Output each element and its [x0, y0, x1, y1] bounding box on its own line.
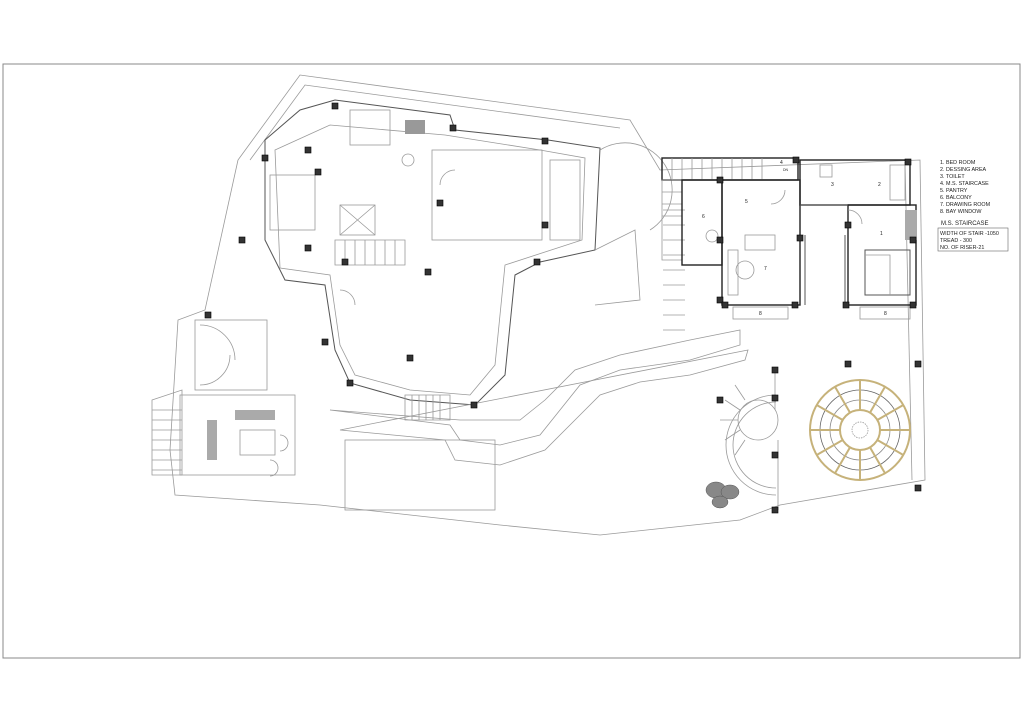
pergola-rafter	[869, 446, 886, 474]
label-dressing: 2	[878, 182, 881, 188]
staircase-spec: TREAD - 300	[940, 238, 972, 244]
deck-area	[151, 319, 296, 477]
legend-item: 6. BALCONY	[940, 195, 972, 201]
column	[771, 366, 779, 374]
column	[436, 199, 444, 207]
column	[541, 221, 549, 229]
legend-item: 2. DESSING AREA	[940, 167, 987, 173]
column	[470, 401, 478, 409]
column	[716, 236, 724, 244]
column	[771, 451, 779, 459]
sheet-border	[2, 63, 1021, 659]
column	[716, 396, 724, 404]
column	[771, 394, 779, 402]
column	[914, 484, 922, 492]
legend-item: 1. BED ROOM	[940, 160, 976, 166]
pergola-rafter	[876, 439, 904, 456]
staircase-title: M.S. STAIRCASE	[941, 221, 989, 227]
column	[792, 156, 800, 164]
column	[341, 258, 349, 266]
pergola-rafter	[876, 404, 904, 421]
label-drawing: 7	[764, 266, 767, 272]
pergola-rafter	[816, 404, 844, 421]
column	[904, 158, 912, 166]
label-staircase: 4	[780, 160, 783, 166]
columns	[204, 102, 922, 514]
column	[771, 506, 779, 514]
pergola	[809, 379, 911, 481]
column	[796, 234, 804, 242]
pergola-rafter	[834, 386, 851, 414]
staircase-spec: WIDTH OF STAIR -1050	[940, 231, 999, 237]
column	[533, 258, 541, 266]
pergola-rafter	[869, 386, 886, 414]
column	[844, 221, 852, 229]
label-balcony: 6	[702, 214, 705, 220]
pergola-rafter	[834, 446, 851, 474]
legend-item: 4. M.S. STAIRCASE	[940, 181, 989, 187]
legend-item: 8. BAY WINDOW	[940, 209, 982, 215]
label-bay-left: 8	[759, 311, 762, 317]
column	[842, 301, 850, 309]
ground-floor-plan	[264, 99, 601, 421]
legend-item: 5. PANTRY	[940, 188, 968, 194]
column	[346, 379, 354, 387]
staircase-spec: NO. OF RISER-21	[940, 245, 984, 251]
column	[424, 268, 432, 276]
column	[304, 146, 312, 154]
legend-item: 7. DRAWING ROOM	[940, 202, 991, 208]
column	[844, 360, 852, 368]
column	[261, 154, 269, 162]
column	[238, 236, 246, 244]
label-bay-right: 8	[884, 311, 887, 317]
column	[541, 137, 549, 145]
spiral-staircase	[720, 370, 779, 510]
column	[716, 296, 724, 304]
column	[304, 244, 312, 252]
column	[449, 124, 457, 132]
column	[331, 102, 339, 110]
label-stair-dn: DN	[783, 168, 789, 172]
column	[909, 301, 917, 309]
column	[791, 301, 799, 309]
column	[314, 168, 322, 176]
room-labels: 1 2 3 4 DN 5 6 7 8 8	[702, 160, 887, 317]
column	[321, 338, 329, 346]
legend-item: 3. TOILET	[940, 174, 965, 180]
label-toilet: 3	[831, 182, 834, 188]
pergola-rafter	[816, 439, 844, 456]
label-pantry: 5	[745, 199, 748, 205]
column	[909, 236, 917, 244]
boulders	[705, 481, 740, 509]
legend: 1. BED ROOM 2. DESSING AREA 3. TOILET 4.…	[937, 160, 1009, 252]
column	[721, 301, 729, 309]
column	[406, 354, 414, 362]
column	[204, 311, 212, 319]
label-bed-room: 1	[880, 231, 883, 237]
column	[716, 176, 724, 184]
pool-area	[329, 142, 749, 511]
column	[914, 360, 922, 368]
first-floor-plan	[661, 157, 917, 320]
